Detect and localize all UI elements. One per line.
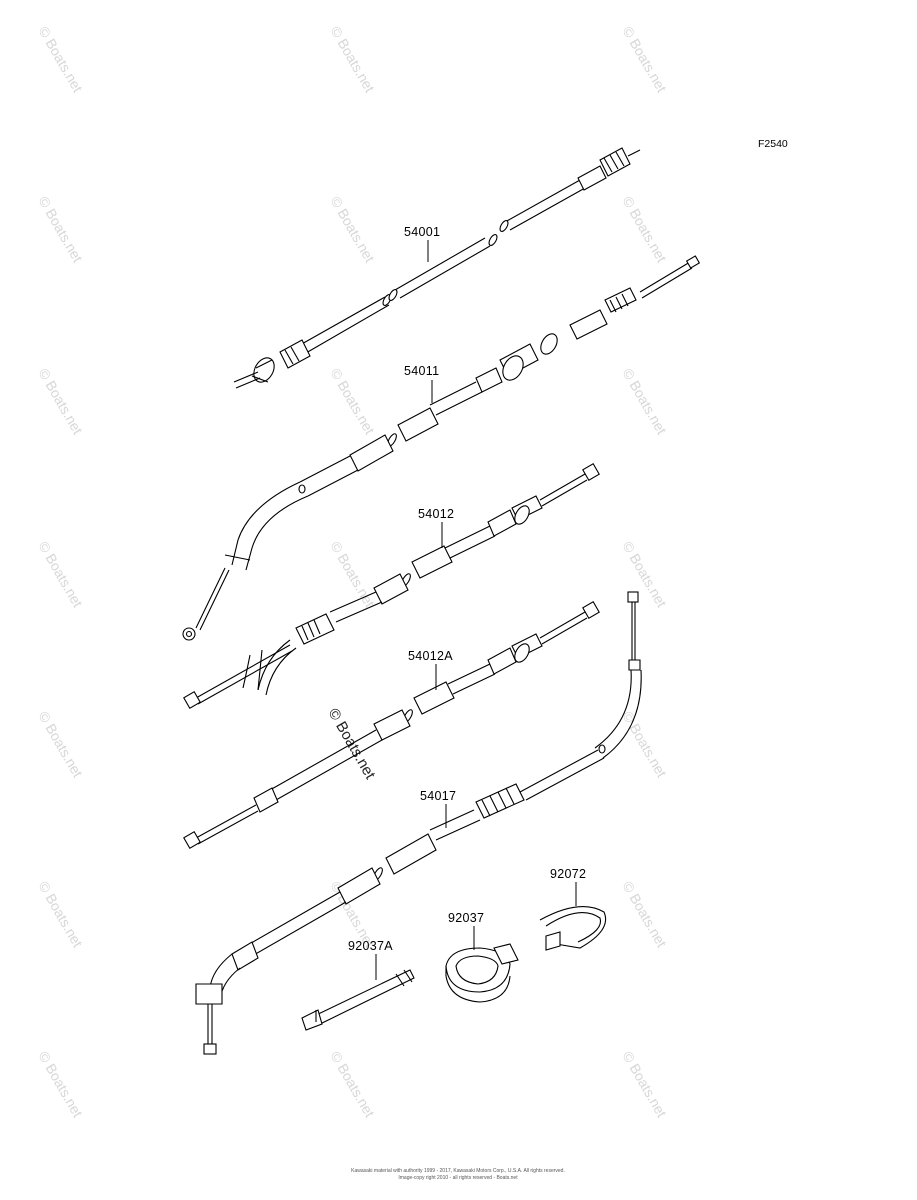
- watermark: © Boats.net: [35, 24, 86, 96]
- part-number: 54012: [418, 507, 454, 521]
- label-92072: 92072: [550, 867, 586, 906]
- part-number: 92037: [448, 911, 484, 925]
- cable-54012[interactable]: [183, 463, 600, 709]
- watermark: © Boats.net: [327, 1049, 378, 1121]
- label-92037: 92037: [448, 911, 484, 950]
- footer-copyright: Kawasaki material with authority 1999 - …: [351, 1168, 565, 1174]
- label-54001: 54001: [404, 225, 440, 262]
- part-number: 92072: [550, 867, 586, 881]
- label-54012: 54012: [418, 507, 454, 548]
- watermark: © Boats.net: [619, 539, 670, 611]
- cable-54011[interactable]: [182, 255, 701, 641]
- watermark: © Boats.net: [35, 709, 86, 781]
- watermark: © Boats.net: [35, 366, 86, 438]
- watermark: © Boats.net: [619, 366, 670, 438]
- watermark: © Boats.net: [327, 366, 378, 438]
- watermark: © Boats.net: [327, 539, 378, 611]
- holder-92037a[interactable]: [301, 969, 415, 1031]
- watermark: © Boats.net: [619, 24, 670, 96]
- label-54011: 54011: [404, 364, 439, 403]
- guide-92037[interactable]: [445, 943, 519, 1003]
- label-54012a: 54012A: [408, 649, 453, 690]
- part-number: 54012A: [408, 649, 453, 663]
- watermark: © Boats.net: [619, 709, 670, 781]
- figure-code: F2540: [758, 138, 788, 150]
- watermark: © Boats.net: [35, 1049, 86, 1121]
- clamp-92072[interactable]: [539, 906, 607, 951]
- cable-54012a[interactable]: [183, 601, 600, 849]
- watermark: © Boats.net: [327, 194, 378, 266]
- part-number: 54011: [404, 364, 439, 378]
- label-92037a: 92037A: [348, 939, 393, 980]
- part-number: 92037A: [348, 939, 393, 953]
- footer-image-copyright: Image-copy right 2010 - all rights reser…: [398, 1175, 518, 1181]
- watermark-grid: © Boats.net © Boats.net © Boats.net © Bo…: [35, 24, 670, 1121]
- part-number: 54001: [404, 225, 440, 239]
- watermark: © Boats.net: [35, 879, 86, 951]
- part-number: 54017: [420, 789, 456, 803]
- watermark: © Boats.net: [619, 1049, 670, 1121]
- watermark: © Boats.net: [619, 194, 670, 266]
- watermark: © Boats.net: [35, 539, 86, 611]
- watermark: © Boats.net: [327, 24, 378, 96]
- cable-54001[interactable]: [233, 147, 641, 389]
- watermark: © Boats.net: [619, 879, 670, 951]
- cable-54017[interactable]: [195, 591, 642, 1055]
- watermark: © Boats.net: [35, 194, 86, 266]
- label-54017: 54017: [420, 789, 456, 828]
